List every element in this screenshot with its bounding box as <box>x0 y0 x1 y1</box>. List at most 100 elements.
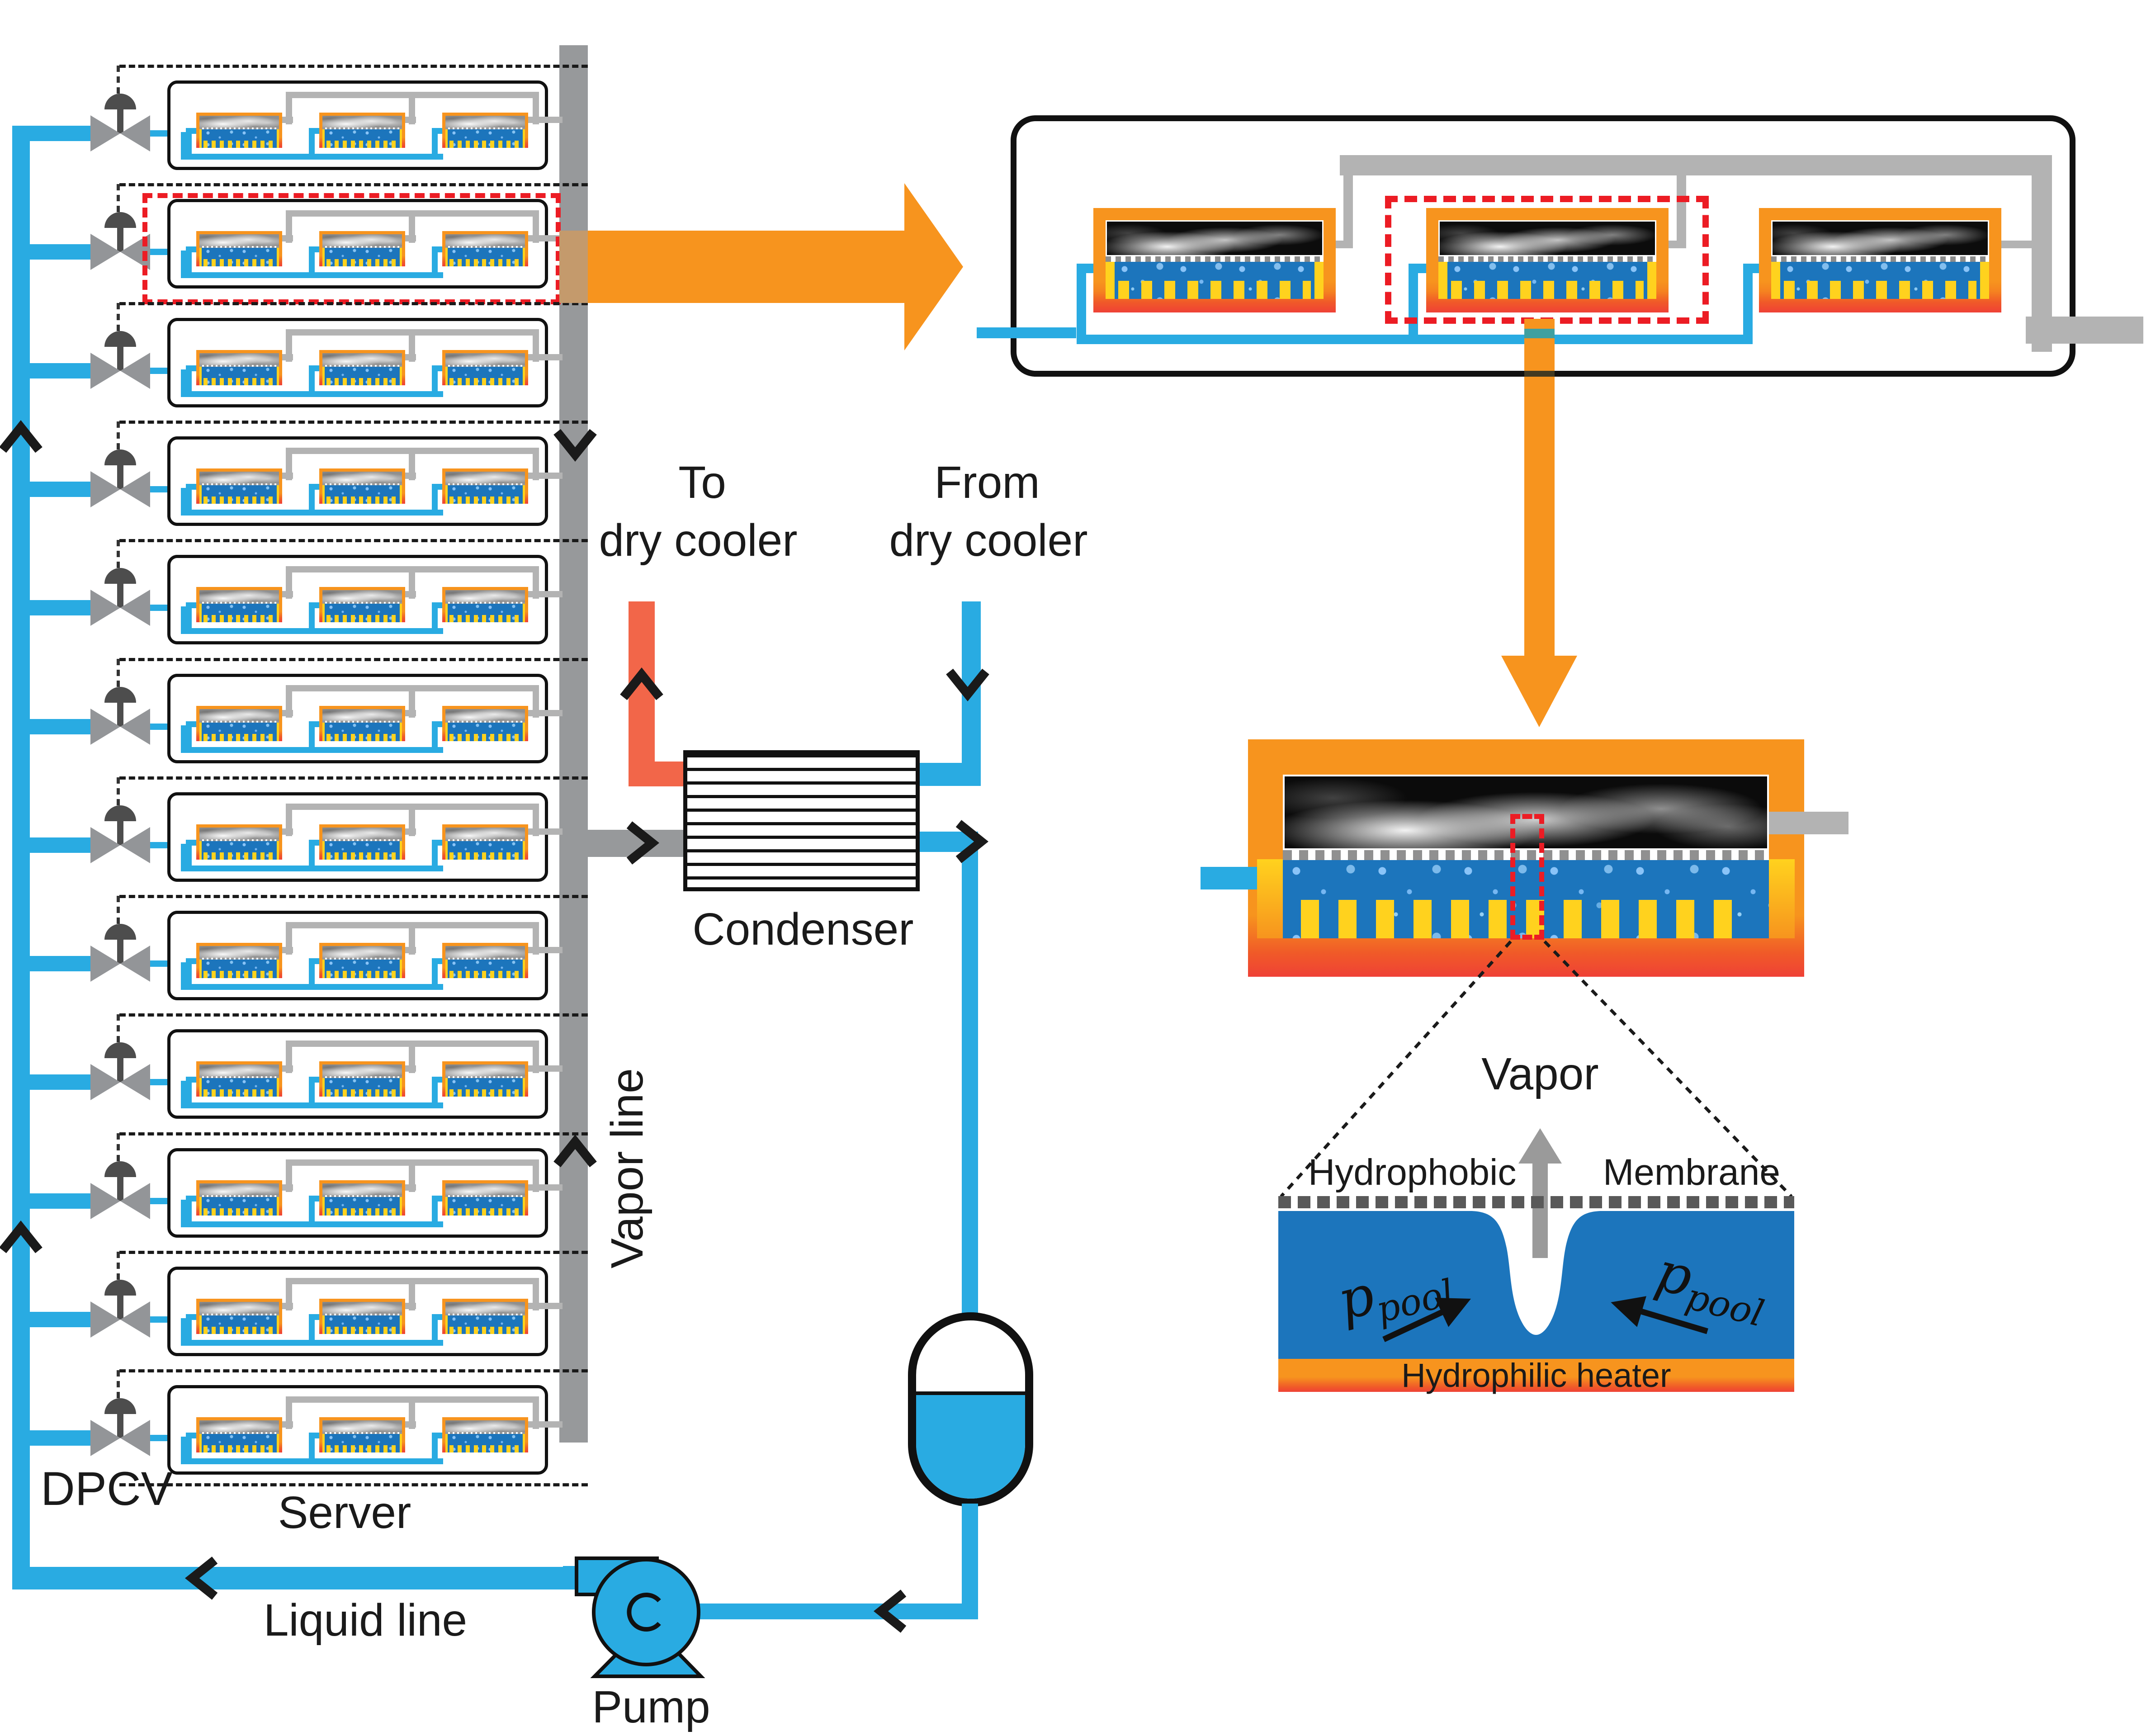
server-dotted-outline <box>119 421 588 424</box>
server-dotted-outline <box>119 658 588 661</box>
vapor-image <box>199 1064 279 1076</box>
hydrophobic-label: Hydrophobic <box>1308 1152 1517 1193</box>
evaporator-module <box>319 350 405 385</box>
liquid-riser <box>186 246 192 278</box>
liquid-pool <box>322 1197 402 1216</box>
flow-arrow-right <box>626 821 660 865</box>
vapor-header-pipe <box>286 1159 539 1166</box>
vapor-image <box>445 1302 525 1314</box>
vapor-image <box>199 946 279 958</box>
heater-fins <box>449 1089 521 1097</box>
vapor-exit-pipe <box>528 235 563 241</box>
heater-fins <box>326 141 398 148</box>
vapor-exit-pipe <box>528 710 563 716</box>
dpcv-valve-icon <box>90 590 150 626</box>
zoom-arrow-vertical <box>1501 319 1577 727</box>
heater-fins <box>449 971 521 978</box>
evaporator-module <box>319 1417 405 1452</box>
membrane-strip <box>1283 850 1769 860</box>
membrane-strip <box>445 128 525 129</box>
heater-fins <box>449 141 521 148</box>
liquid-elbow <box>181 132 187 160</box>
vapor-stub <box>405 828 416 835</box>
membrane-strip <box>199 958 279 960</box>
heater-fins <box>449 378 521 385</box>
liquid-riser <box>186 1433 192 1464</box>
evaporator-module <box>319 468 405 504</box>
liquid-branch-pipe <box>30 600 90 615</box>
membrane-strip <box>445 1432 525 1434</box>
liquid-pool <box>322 248 402 266</box>
vapor-exit-pipe <box>528 1065 563 1072</box>
liquid-pool <box>445 723 525 741</box>
server-row-11 <box>0 1247 592 1383</box>
valve-control-line <box>117 421 120 449</box>
server-dotted-outline <box>119 539 588 542</box>
liquid-riser <box>186 840 192 871</box>
evaporator-module <box>442 1299 528 1334</box>
server-row-5 <box>0 535 592 671</box>
vapor-stub <box>2001 241 2041 248</box>
zoom-arrow-horizontal <box>559 183 963 350</box>
evaporator-module <box>196 113 282 148</box>
evaporator-module <box>442 1417 528 1452</box>
vapor-header-pipe <box>1340 155 2052 175</box>
vapor-stub <box>1336 241 1353 248</box>
vapor-exit-pipe <box>528 473 563 479</box>
dpcv-valve-icon <box>90 115 150 151</box>
vapor-image <box>199 472 279 483</box>
vapor-stub <box>405 591 416 597</box>
to-dry-cooler-label2: dry cooler <box>599 515 798 566</box>
membrane-strip <box>445 958 525 960</box>
vapor-header-pipe <box>286 922 539 928</box>
vapor-stub <box>282 1421 293 1428</box>
vapor-exit-pipe <box>528 117 563 123</box>
liquid-pool <box>322 841 402 860</box>
heater-fins <box>326 1208 398 1216</box>
liquid-pool <box>199 1078 279 1097</box>
heater-fins <box>326 971 398 978</box>
heater-fins <box>203 852 275 860</box>
liquid-pool <box>199 960 279 978</box>
heater-fins <box>449 1327 521 1334</box>
evaporator-module <box>442 1180 528 1216</box>
server-label: Server <box>278 1487 411 1538</box>
vapor-image <box>322 709 402 721</box>
heater-fins <box>203 1327 275 1334</box>
from-dry-cooler-pipe <box>920 763 981 786</box>
heater-fins <box>203 497 275 504</box>
valve-control-line <box>117 184 120 212</box>
evaporator-module <box>319 824 405 860</box>
row-dotted-bottom <box>119 1483 588 1486</box>
membrane-strip <box>322 1314 402 1315</box>
arrow-pipe-overlap <box>1524 329 1555 338</box>
heater-fins <box>1301 900 1751 938</box>
membrane-strip <box>199 365 279 367</box>
vapor-image <box>199 1183 279 1195</box>
valve-stem <box>117 1412 123 1438</box>
vapor-image <box>322 946 402 958</box>
liquid-elbow <box>181 1200 187 1227</box>
vapor-image <box>322 1420 402 1432</box>
liquid-riser <box>309 128 315 160</box>
valve-stem <box>117 1293 123 1320</box>
valve-control-line <box>117 1370 120 1398</box>
heater-fins <box>203 734 275 741</box>
liquid-riser <box>432 1077 438 1108</box>
evaporator-module <box>196 943 282 978</box>
server-zoom-box <box>1011 115 2075 377</box>
liquid-pool <box>322 1315 402 1334</box>
vapor-image <box>199 353 279 365</box>
valve-stem <box>117 819 123 845</box>
dpcv-valve-icon <box>90 353 150 389</box>
liquid-pool <box>1771 262 1989 299</box>
vapor-stub <box>282 354 293 360</box>
evaporator-module <box>196 824 282 860</box>
liquid-elbow <box>181 1081 187 1108</box>
heater-fins <box>326 1089 398 1097</box>
vapor-header-pipe <box>286 210 539 217</box>
vapor-image <box>445 234 525 246</box>
liquid-branch-pipe <box>30 244 90 260</box>
liquid-return-line <box>12 1567 579 1589</box>
membrane-strip <box>199 1432 279 1434</box>
